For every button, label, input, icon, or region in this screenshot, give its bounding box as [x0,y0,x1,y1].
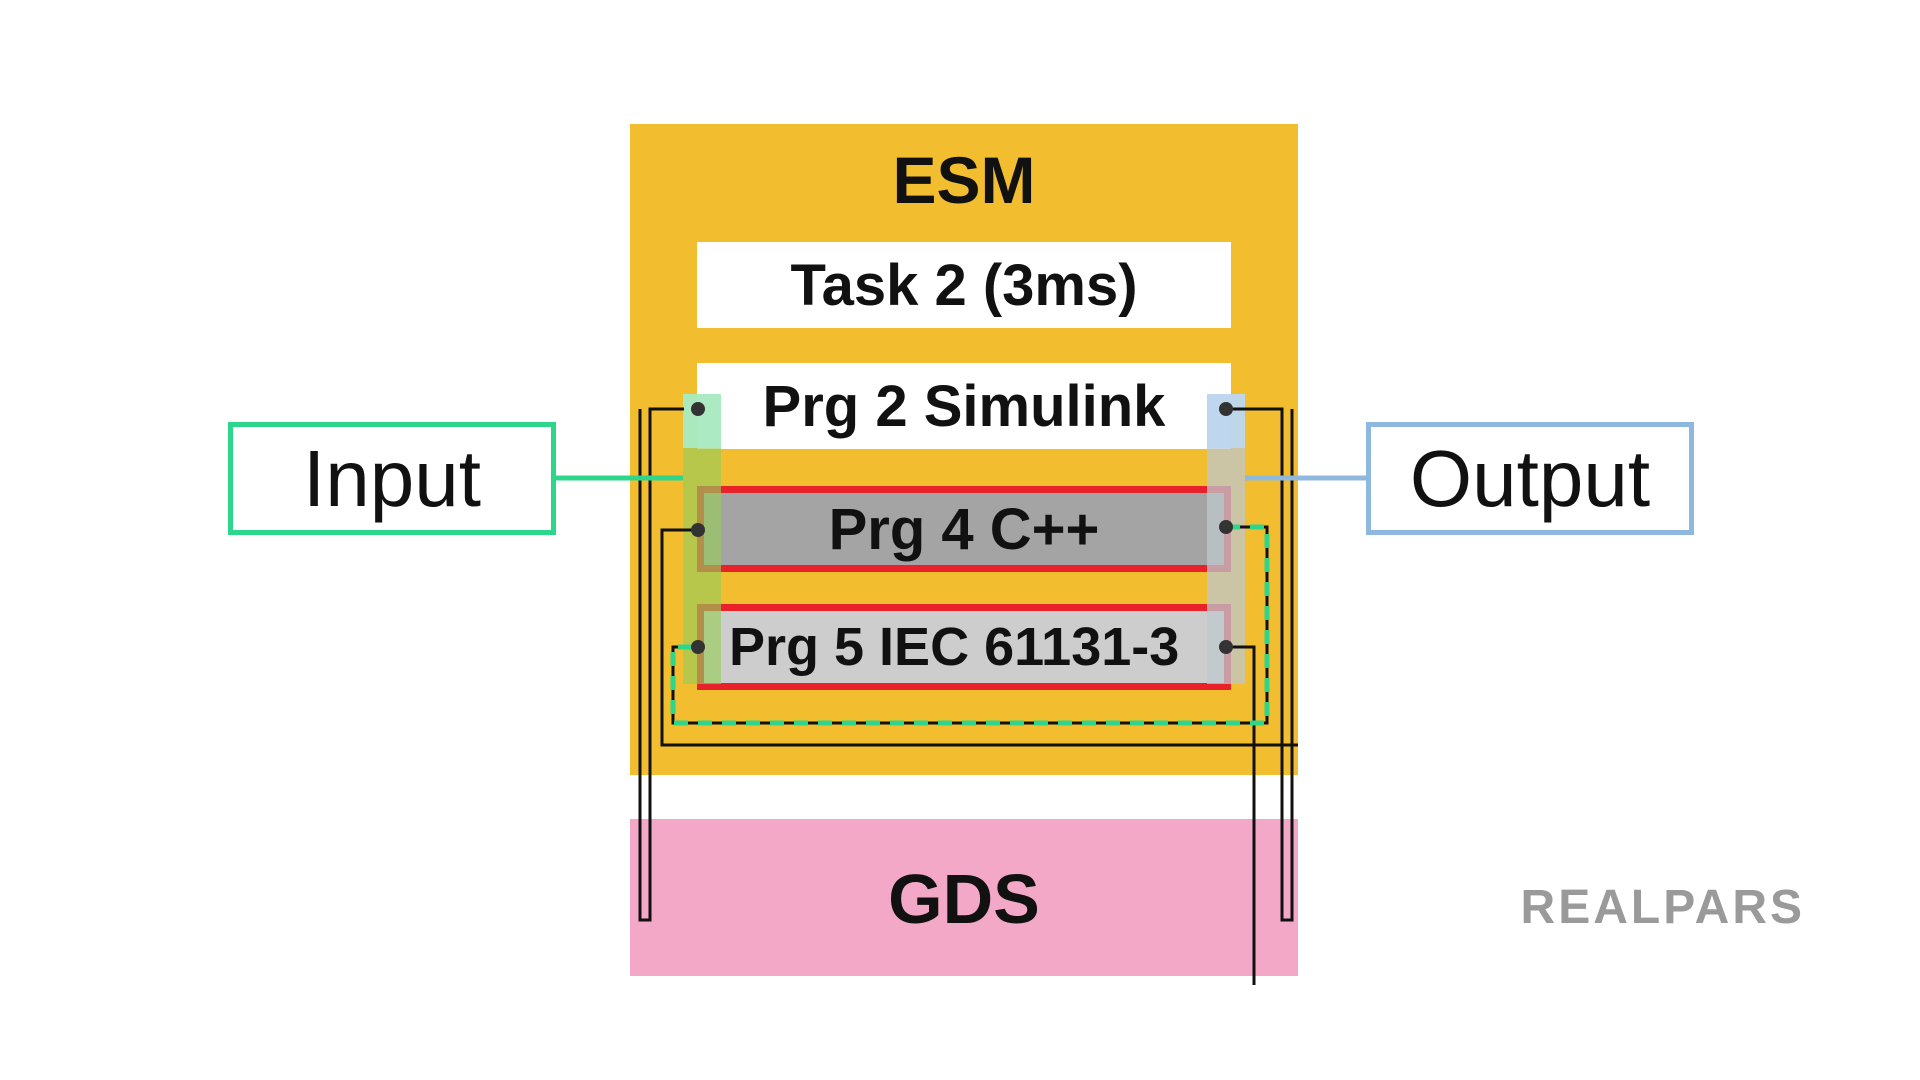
program-simulink: Prg 2 Simulink [697,363,1231,449]
left-outer-wire [638,407,684,922]
output-label-box: Output [1366,422,1694,535]
port-dot [1219,520,1233,534]
gds-block [630,819,1298,976]
program-cpp: Prg 4 C++ [697,486,1231,572]
task-box: Task 2 (3ms) [697,242,1231,328]
prg4-loop-wire [660,528,1298,747]
realpars-logo: REALPARS [1520,881,1805,934]
right-outer-wire [1226,407,1294,922]
program-iec: Prg 5 IEC 61131-3 [697,604,1231,690]
feedback-path [671,525,1269,725]
input-band-top [683,394,721,448]
input-label-box: Input [228,422,556,535]
prg5-output-wire [1231,645,1256,985]
port-dot [1219,640,1233,654]
port-dot [691,523,705,537]
port-dot [1219,402,1233,416]
esm-title: ESM [892,143,1036,217]
port-dot [691,640,705,654]
gds-title: GDS [888,860,1040,938]
feedback-path-dash [670,524,1270,726]
port-dot [691,402,705,416]
